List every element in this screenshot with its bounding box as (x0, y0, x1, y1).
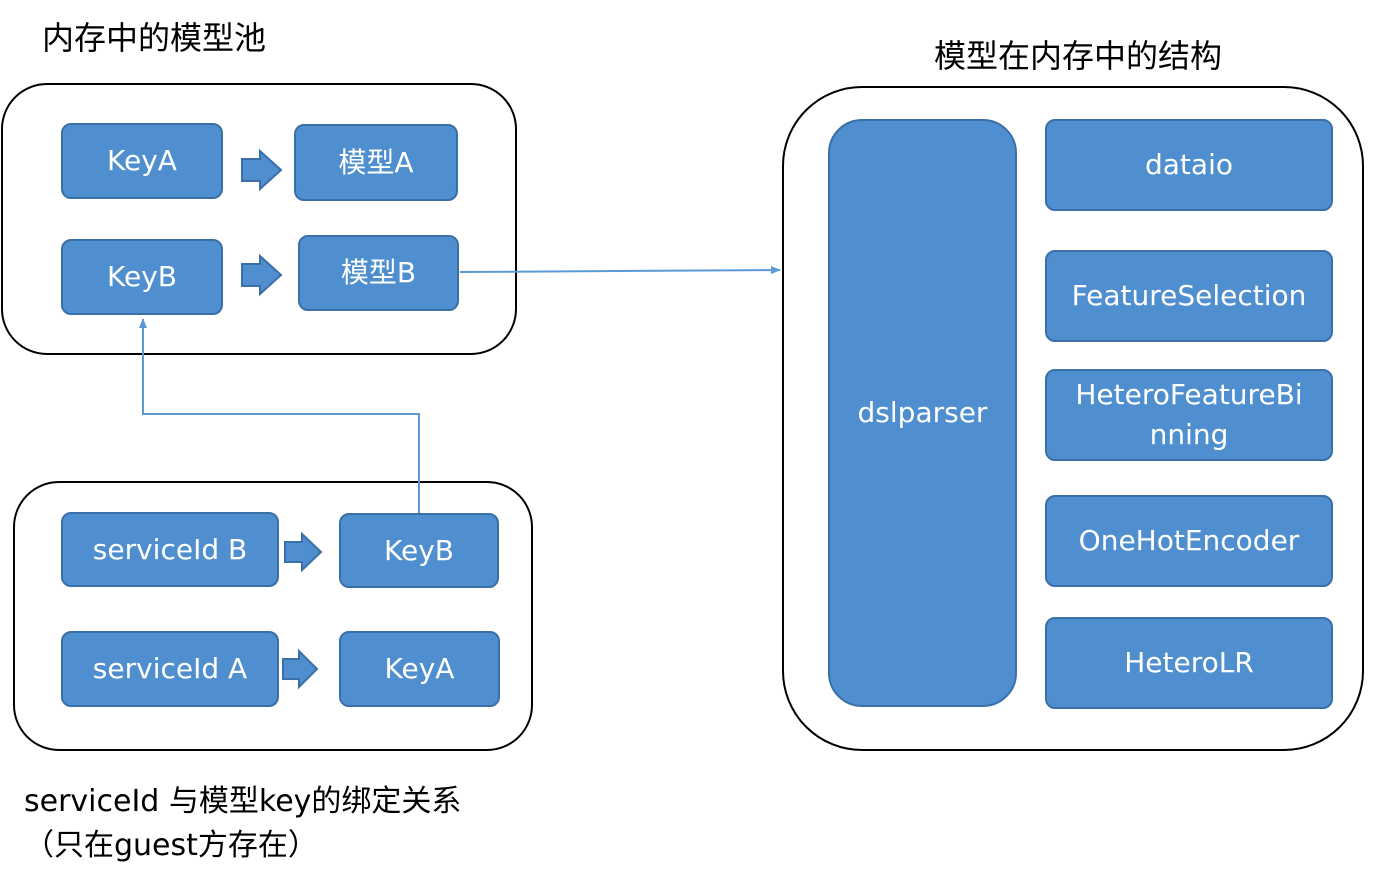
pool-key-b-node[interactable]: KeyB (61, 239, 223, 315)
dslparser-node[interactable]: dslparser (828, 119, 1017, 707)
model-pool-title: 内存中的模型池 (42, 19, 267, 57)
binding-service-a-node[interactable]: serviceId A (61, 631, 279, 707)
binding-caption-line1: serviceId 与模型key的绑定关系 (24, 784, 462, 819)
component-dataio-node[interactable]: dataio (1045, 119, 1333, 211)
pool-model-b-node[interactable]: 模型B (298, 235, 459, 311)
component-heterolr-node[interactable]: HeteroLR (1045, 617, 1333, 709)
binding-service-b-node[interactable]: serviceId B (61, 512, 279, 587)
component-onehotencoder-node[interactable]: OneHotEncoder (1045, 495, 1333, 587)
component-heterofeaturebinning-node[interactable]: HeteroFeatureBinning (1045, 369, 1333, 461)
binding-caption-line2: （只在guest方存在） (24, 828, 318, 863)
component-featureselection-node[interactable]: FeatureSelection (1045, 250, 1333, 342)
model-structure-title: 模型在内存中的结构 (934, 37, 1223, 75)
pool-key-a-node[interactable]: KeyA (61, 123, 223, 199)
binding-key-a-node[interactable]: KeyA (339, 631, 500, 707)
binding-key-b-node[interactable]: KeyB (339, 513, 499, 588)
pool-model-a-node[interactable]: 模型A (294, 124, 458, 201)
